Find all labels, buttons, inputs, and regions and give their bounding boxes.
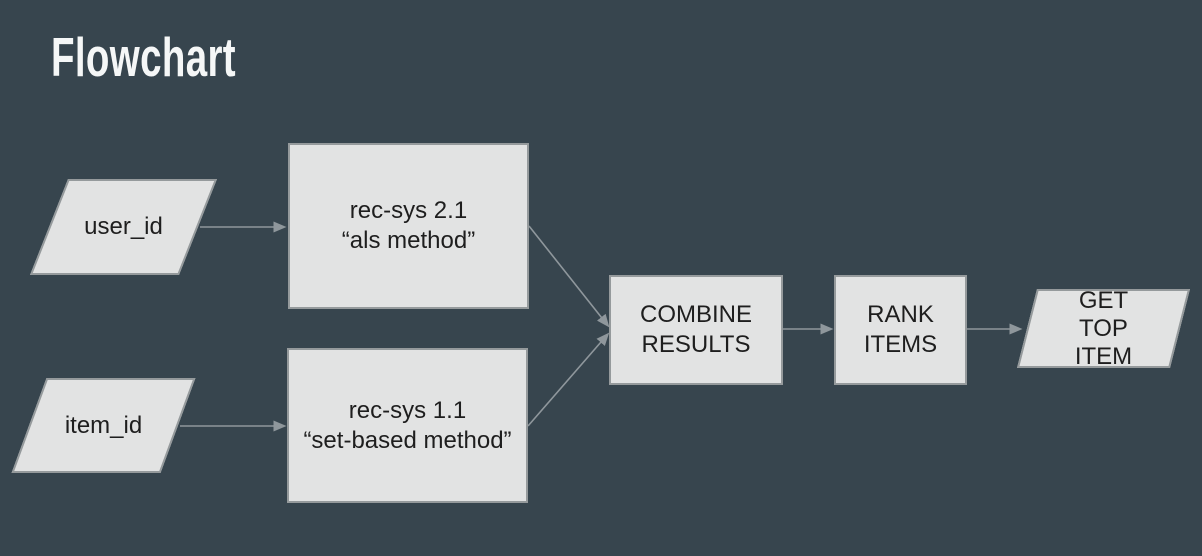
rectangle-shape: [288, 143, 529, 309]
node-combine-results-label: COMBINE RESULTS: [639, 301, 752, 358]
node-get-top-item-label: GET TOP ITEM: [1074, 286, 1133, 370]
edge-rec-sys-1-1-to-combine: [527, 332, 610, 427]
node-rank-items-label: RANK ITEMS: [863, 301, 938, 358]
rectangle-shape: [609, 275, 783, 385]
node-item-id: item_id: [11, 378, 196, 473]
node-rank-items: RANK ITEMS: [834, 275, 967, 385]
node-item-id-label: item_id: [64, 411, 143, 439]
node-rec-sys-2-1-label: rec-sys 2.1 “als method”: [341, 197, 476, 254]
node-rec-sys-1-1-label: rec-sys 1.1 “set-based method”: [303, 396, 512, 454]
slide-title: Flowchart: [51, 26, 236, 88]
node-get-top-item: GET TOP ITEM: [1017, 286, 1190, 370]
node-user-id: user_id: [29, 179, 218, 275]
node-rec-sys-2-1: rec-sys 2.1 “als method”: [288, 143, 529, 309]
node-rec-sys-1-1: rec-sys 1.1 “set-based method”: [287, 348, 528, 503]
node-user-id-label: user_id: [84, 213, 163, 240]
rectangle-shape: [834, 275, 967, 385]
edge-rec-sys-2-1-to-combine: [528, 225, 610, 328]
node-combine-results: COMBINE RESULTS: [609, 275, 783, 385]
rectangle-shape: [287, 348, 528, 503]
